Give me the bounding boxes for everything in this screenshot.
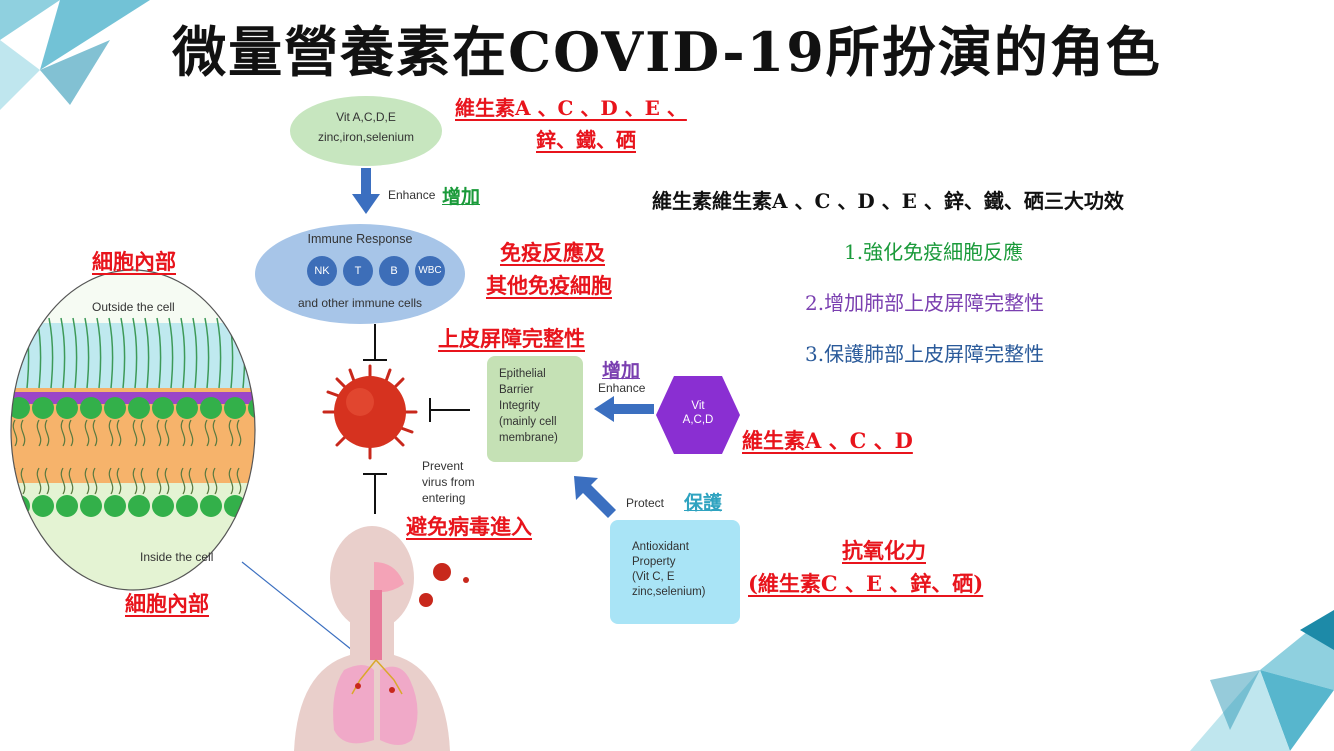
antioxidant-line3: (Vit C, E [632, 571, 675, 583]
antioxidant-line1: Antioxidant [632, 541, 689, 553]
prevent-text-line2: virus from [422, 475, 475, 489]
enhance2-label-cn: 增加 [602, 360, 641, 382]
antioxidant-line4: zinc,selenium) [632, 586, 706, 598]
enhance2-label-en: Enhance [598, 381, 646, 395]
immune-label-cn-line1: 免疫反應及 [500, 240, 605, 265]
cell-label-top-cn: 細胞內部 [92, 249, 176, 274]
inhibit-marker-bottom [363, 473, 387, 514]
vitamins-ellipse-line2: zinc,iron,selenium [317, 130, 415, 144]
outside-cell-label: Outside the cell [92, 300, 175, 314]
epithelial-line4: (mainly cell [499, 416, 557, 428]
corner-decoration-bottom-right [1190, 610, 1334, 751]
left-arrow-icon [594, 396, 654, 422]
wbc-chip: WBC [415, 256, 445, 286]
t-cell-chip: T [343, 256, 373, 286]
diagonal-arrow-icon [574, 476, 616, 518]
vitamins-label-cn-line2: 鋅、鐵、硒 [536, 128, 636, 152]
immune-label-cn-line2: 其他免疫細胞 [486, 273, 612, 298]
vitamins-label-cn-line1: 維生素A 、C 、D 、E 、 [455, 96, 687, 120]
immune-response-ellipse: Immune Response NK T B WBC and other imm… [255, 224, 465, 324]
inhibit-marker-right [429, 398, 470, 422]
protect-label-cn: 保護 [684, 492, 723, 514]
inhibit-marker-top [363, 324, 387, 361]
enhance-label-cn: 增加 [442, 186, 481, 208]
prevent-text-line1: Prevent [422, 459, 464, 473]
prevent-text: Prevent virus from entering [422, 458, 475, 506]
epithelial-line3: Integrity [499, 400, 540, 412]
immune-response-title: Immune Response [307, 232, 413, 246]
cell-label-bottom-cn: 細胞內部 [125, 591, 209, 616]
protect-label-en: Protect [626, 496, 665, 510]
vitamins-ellipse-line1: Vit A,C,D,E [336, 110, 396, 124]
summary-item-3: 3.保護肺部上皮屏障完整性 [805, 342, 1045, 366]
epithelial-barrier-box: Epithelial Barrier Integrity (mainly cel… [487, 356, 583, 462]
antioxidant-label-cn-line1: 抗氧化力 [842, 538, 926, 563]
enhance-label-en: Enhance [388, 188, 436, 202]
vitamin-hexagon [656, 376, 740, 454]
antioxidant-box: Antioxidant Property (Vit C, E zinc,sele… [610, 520, 740, 624]
barrier-label-cn: 上皮屏障完整性 [438, 326, 585, 351]
vitamin-hexagon-line1: Vit [691, 400, 705, 412]
vitamin-hexagon-line2: A,C,D [682, 414, 714, 426]
epithelial-line2: Barrier [499, 384, 534, 396]
connector-line [241, 561, 353, 651]
inside-cell-label: Inside the cell [140, 550, 214, 564]
epithelial-line5: membrane) [499, 432, 558, 444]
epithelial-line1: Epithelial [499, 368, 546, 380]
summary-item-1: 1.強化免疫細胞反應 [844, 240, 1024, 264]
antioxidant-line2: Property [632, 556, 676, 568]
page-title: 微量營養素在COVID-19所扮演的角色 [172, 20, 1162, 84]
vitamins-ellipse: Vit A,C,D,E zinc,iron,selenium [290, 96, 442, 166]
vitamin-acd-label-cn: 維生素A 、C 、D [742, 428, 913, 453]
antioxidant-label-cn-line2: (維生素C 、E 、鋅、硒) [748, 571, 984, 596]
nk-cell-chip: NK [307, 256, 337, 286]
b-cell-chip: B [379, 256, 409, 286]
virus-icon [322, 364, 418, 460]
prevent-text-line3: entering [422, 491, 466, 505]
vitamin-hexagon-label: Vit A,C,D [654, 399, 742, 427]
summary-item-2: 2.增加肺部上皮屏障完整性 [805, 291, 1045, 315]
cell-membrane-illustration [10, 269, 256, 591]
virus-particles-icon [419, 563, 469, 607]
human-lungs-illustration [294, 526, 450, 751]
down-arrow-icon [352, 168, 380, 214]
summary-heading: 維生素維生素A 、C 、D 、E 、鋅、鐵、硒三大功效 [652, 189, 1124, 213]
prevent-label-cn: 避免病毒進入 [406, 514, 532, 539]
immune-response-footer: and other immune cells [297, 296, 423, 310]
corner-decoration-top-left [0, 0, 150, 110]
